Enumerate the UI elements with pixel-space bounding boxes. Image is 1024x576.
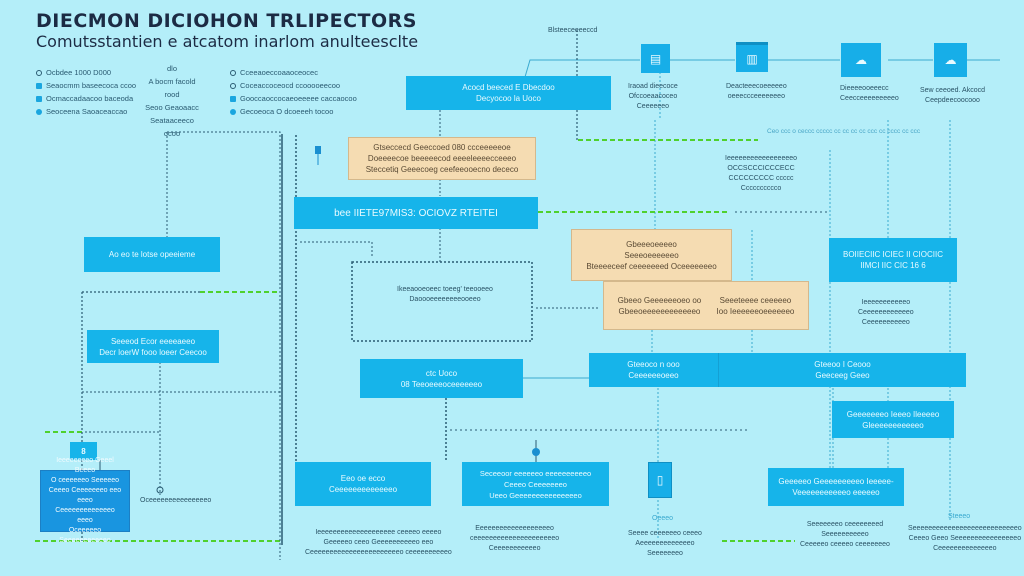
square-icon bbox=[230, 95, 236, 102]
page-subtitle: Comutsstantien e atcatom inarlom anultee… bbox=[36, 32, 419, 51]
pipeline-top-label: Blsteeceeeeccd bbox=[548, 27, 598, 34]
bottom-note: Seeee ceeeeeeo ceeeo Aeeeeeeeeeeeeeo See… bbox=[628, 530, 702, 557]
dotted-label: Ceo ccc o ceccc ccccc cc cc cc cc ccc cc… bbox=[767, 128, 921, 135]
frame-left-top bbox=[167, 131, 281, 560]
stage-label: Sew ceeoed. Akcocd Ceepdeecoocooo bbox=[920, 87, 985, 104]
legend-item: Ocmaccadaacoo baceoda bbox=[36, 92, 136, 105]
square-icon bbox=[36, 95, 42, 102]
bottom-note: Ieeeeeeeeeeeeeeeeeeee ceeeeo eeeeo Geeee… bbox=[305, 529, 452, 556]
bottom-note: Seeeeeeeo ceeeeeeeed Seeeeeeeeeeo Ceeeee… bbox=[800, 521, 890, 548]
legend-item: Cceeaoeccoaaoceocec bbox=[230, 66, 357, 79]
process-node-long-left[interactable]: Gteeoco n ooo Ceeeeeeoeeo bbox=[589, 353, 718, 387]
stage-label: Dieeeeooeeecc Ceecceeeeeeeeeo bbox=[840, 85, 899, 102]
folder-cloud-icon[interactable]: ☁ bbox=[841, 43, 881, 77]
frame-dashed-group bbox=[351, 261, 533, 342]
main-process-node[interactable]: Acocd beeced E Dbecdoo Decyocoo la Uoco bbox=[406, 76, 611, 110]
legend-item: Gecoeoca O dcoeeeh tocoo bbox=[230, 105, 357, 118]
circle-filled-icon bbox=[230, 108, 236, 115]
bottom-note-label: Steeeo bbox=[948, 513, 971, 520]
step-badge[interactable]: 8 bbox=[70, 442, 97, 460]
process-node-wide[interactable]: bee IIETE97MIS3: OCIOVZ RTEITEI bbox=[294, 197, 538, 229]
process-node-right[interactable]: BOIIECIIC ICIEC II CIOCIIC IIMCI IIC CIC… bbox=[829, 238, 957, 282]
right-note: Ieeeeeeeeeeeo Ceeeeeeeeeeeeo Ceeeeeeeeee… bbox=[858, 299, 914, 326]
legend-item: Gooccaoccocaeoeeeee caccaocoo bbox=[230, 92, 357, 105]
legend-col-2: dlo A bocm facold rood Seoo Geaoaacc Sea… bbox=[145, 64, 199, 138]
process-node-long-right[interactable]: Gteeoo I Ceooo Geeceeg Geeo bbox=[718, 353, 966, 387]
right-top-note: Ieeeeeeeeeeeeeeeeeo OCCSCCCICCCECC CCCCC… bbox=[725, 155, 798, 192]
legend-item: Coceaccoceocd ccooooeecoo bbox=[230, 79, 357, 92]
dashed-group-label: Ikeeaooeoeec toeeg' teeooeeo Daoooeeeeee… bbox=[397, 286, 493, 303]
process-node-bottom-1[interactable]: Eeo oe ecco Ceeeeeeeeeeeeeo bbox=[295, 462, 431, 506]
process-node-bottom-3[interactable]: Geeeeeo Geeeeeeeeeo Ieeeee- Veeeeeeeeeee… bbox=[768, 468, 904, 506]
server-icon[interactable]: ▥ bbox=[736, 42, 768, 72]
frame-dashed-top bbox=[300, 241, 373, 258]
square-icon bbox=[36, 82, 42, 89]
process-node-bottom-2[interactable]: Seceeoor eeeeeeo eeeeeeeeeeo Ceeeo Ceeee… bbox=[462, 462, 609, 506]
process-node-detail[interactable]: Ieeeeeeeeo Geeel Beeeo O ceeeeeeo Seeeee… bbox=[40, 457, 130, 544]
process-node-left[interactable]: Seeeod Ecor eeeeaeeo Decr loerW fooo loe… bbox=[87, 330, 219, 363]
connector-pipeline bbox=[524, 59, 1000, 78]
legend-item: Seaocmm baseecoca ccoo bbox=[36, 79, 136, 92]
bottom-note-label: Oeeeo bbox=[652, 515, 674, 522]
left-small-note: Oceeeeeeeeeeeeeeeo bbox=[140, 497, 212, 504]
circle-icon bbox=[36, 69, 42, 76]
stage-label: Iraoad dieecoce Ofccoeaacoceo Ceeeeeeo bbox=[628, 83, 678, 110]
bottom-note: Eeeeeeeeeeeeeeeeeeeo ceeeeeeeeeeeeeeeeee… bbox=[470, 525, 560, 552]
circle-icon bbox=[230, 69, 236, 76]
legend-item: Seoceena Saoaceaccao bbox=[36, 105, 136, 118]
process-note-tan-2[interactable]: Gbeeeoeeeeo Seeeoeeeeeeo Bteeeeceef ceee… bbox=[571, 229, 732, 281]
junction-icon bbox=[156, 486, 164, 494]
process-node-right-2[interactable]: Geeeeeeeo Ieeeo Ileeeeo Gleeeeeeeeeeeo bbox=[832, 401, 954, 438]
circle-filled-icon bbox=[36, 108, 42, 115]
page-title: DIECMON DICIOHON TRLIPECTORS bbox=[36, 10, 417, 32]
tan-label-a: Gbeeo Geeeeeeoeo oo Gbeeoeeeeeeeeeeeeo bbox=[617, 295, 702, 316]
cloud-icon[interactable]: ☁ bbox=[934, 43, 967, 77]
circle-icon bbox=[230, 82, 236, 89]
legend-item: Ocbdee 1000 D000 bbox=[36, 66, 136, 79]
document-icon[interactable]: ▯ bbox=[648, 462, 672, 498]
process-note-tan-3[interactable]: Gbeeo Geeeeeeoeo oo Gbeeoeeeeeeeeeeeeo S… bbox=[603, 281, 809, 330]
flag-icon bbox=[315, 146, 321, 154]
decision-node-left[interactable]: Ao eo te lotse opeeieme bbox=[84, 237, 220, 272]
bottom-note: Seeeeeeeeeeeeeeeeeeeeeeeeeeeo Ceeeo Geeo… bbox=[908, 525, 1022, 552]
junction-icon bbox=[532, 448, 540, 456]
frame-left-mid bbox=[81, 291, 200, 541]
process-node-mid[interactable]: ctc Uoco 08 Teeoeeeoceeeeeeo bbox=[360, 359, 523, 398]
tan-label-b: Seeeteeee ceeeeeo Ioo Ieeeeeeoeeeeeeo bbox=[716, 295, 795, 316]
stage-label: Deacteeecoeeeeeo oeeeccceeeeeeeo bbox=[726, 83, 787, 100]
document-icon[interactable]: ▤ bbox=[641, 44, 670, 73]
legend-col-1: Ocbdee 1000 D000 Seaocmm baseecoca ccoo … bbox=[36, 66, 136, 118]
legend-col-3: Cceeaoeccoaaoceocec Coceaccoceocd ccoooo… bbox=[230, 66, 357, 118]
process-note-tan[interactable]: Gtseccecd Geeccoed 080 ccceeeeeoe Doeeee… bbox=[348, 137, 536, 180]
